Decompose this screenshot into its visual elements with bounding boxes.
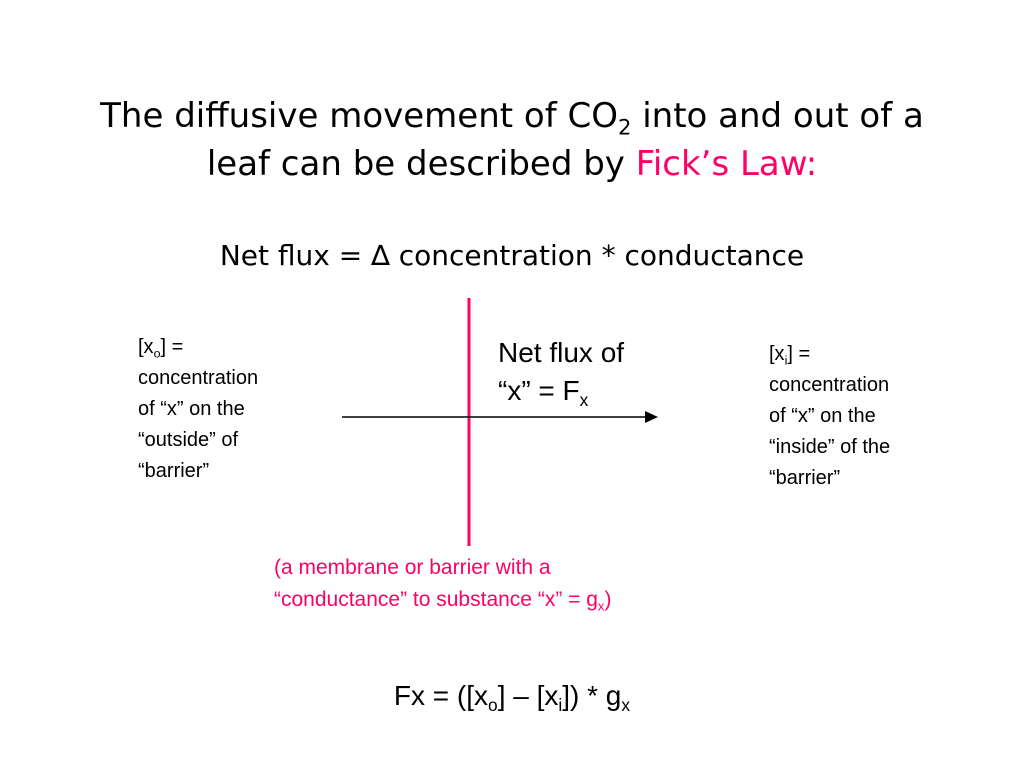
ficks-law-highlight: Fick’s Law: [635,144,818,184]
outside-concentration-label: [xo] = concentration of “x” on the “outs… [138,336,259,482]
title-line-1: The diffusive movement of CO2 into and o… [100,96,924,140]
flux-arrowhead [645,411,658,423]
ficks-law-formula: Fx = ([xo] – [xi]) * gx [393,680,631,716]
barrier-conductance-note: (a membrane or barrier with a “conductan… [274,556,612,614]
net-flux-equation: Net flux = ∆ concentration * conductance [219,239,805,272]
co2-subscript: 2 [617,114,632,140]
slide-title: The diffusive movement of CO2 into and o… [0,92,1024,188]
net-flux-label: Net flux of “x” = Fx [498,337,625,411]
inside-concentration-label: [xi] = concentration of “x” on the “insi… [769,343,891,489]
title-line-2: leaf can be described by Fick’s Law: [206,144,818,184]
